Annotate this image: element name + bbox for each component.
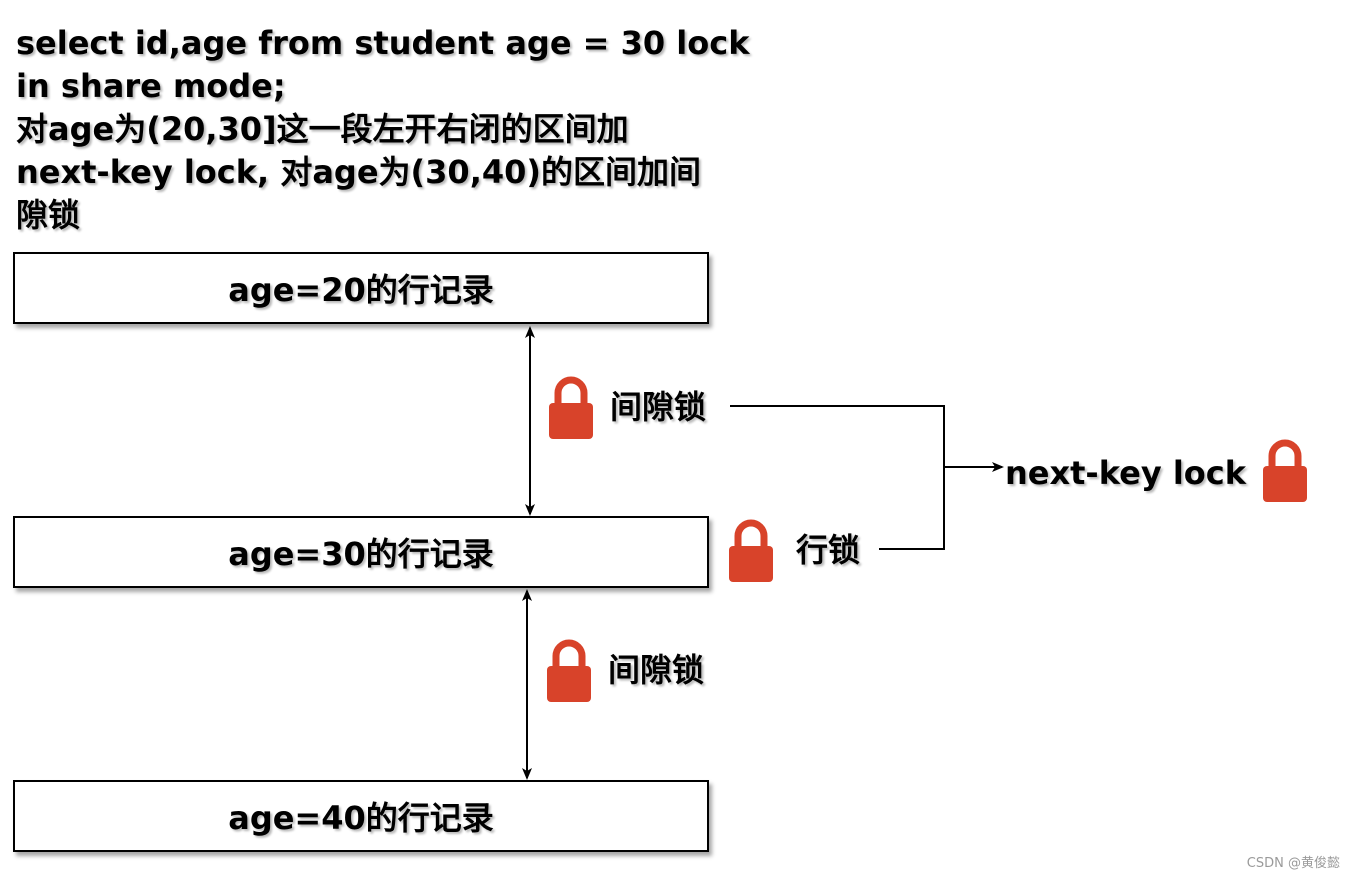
description-line: 隙锁 [16, 196, 81, 234]
lock-icon [549, 376, 593, 439]
gap-lock-label-upper: 间隙锁 [610, 388, 707, 426]
gap-lock-connector [730, 405, 945, 467]
record-age-30: age=30的行记录 [13, 516, 709, 588]
lock-icon [1263, 439, 1307, 502]
row-lock-label: 行锁 [796, 531, 861, 569]
lock-icon [547, 639, 591, 702]
description-line: next-key lock, 对age为(30,40)的区间加间 [16, 153, 702, 191]
record-label: age=20的行记录 [228, 271, 494, 309]
row-lock-connector [879, 467, 945, 550]
description-text: select id,age from student age = 30 lock… [16, 22, 756, 237]
watermark: CSDN @黄俊懿 [1246, 856, 1340, 871]
record-age-20: age=20的行记录 [13, 252, 709, 324]
description-line: select id,age from student age = 30 lock [16, 24, 750, 62]
record-label: age=40的行记录 [228, 799, 494, 837]
gap-lock-label-lower: 间隙锁 [608, 651, 705, 689]
description-line: in share mode; [16, 67, 286, 105]
description-line: 对age为(20,30]这一段左开右闭的区间加 [16, 110, 629, 148]
lock-icon [729, 519, 773, 582]
record-age-40: age=40的行记录 [13, 780, 709, 852]
next-key-lock-label: next-key lock [1005, 454, 1247, 492]
record-label: age=30的行记录 [228, 535, 494, 573]
